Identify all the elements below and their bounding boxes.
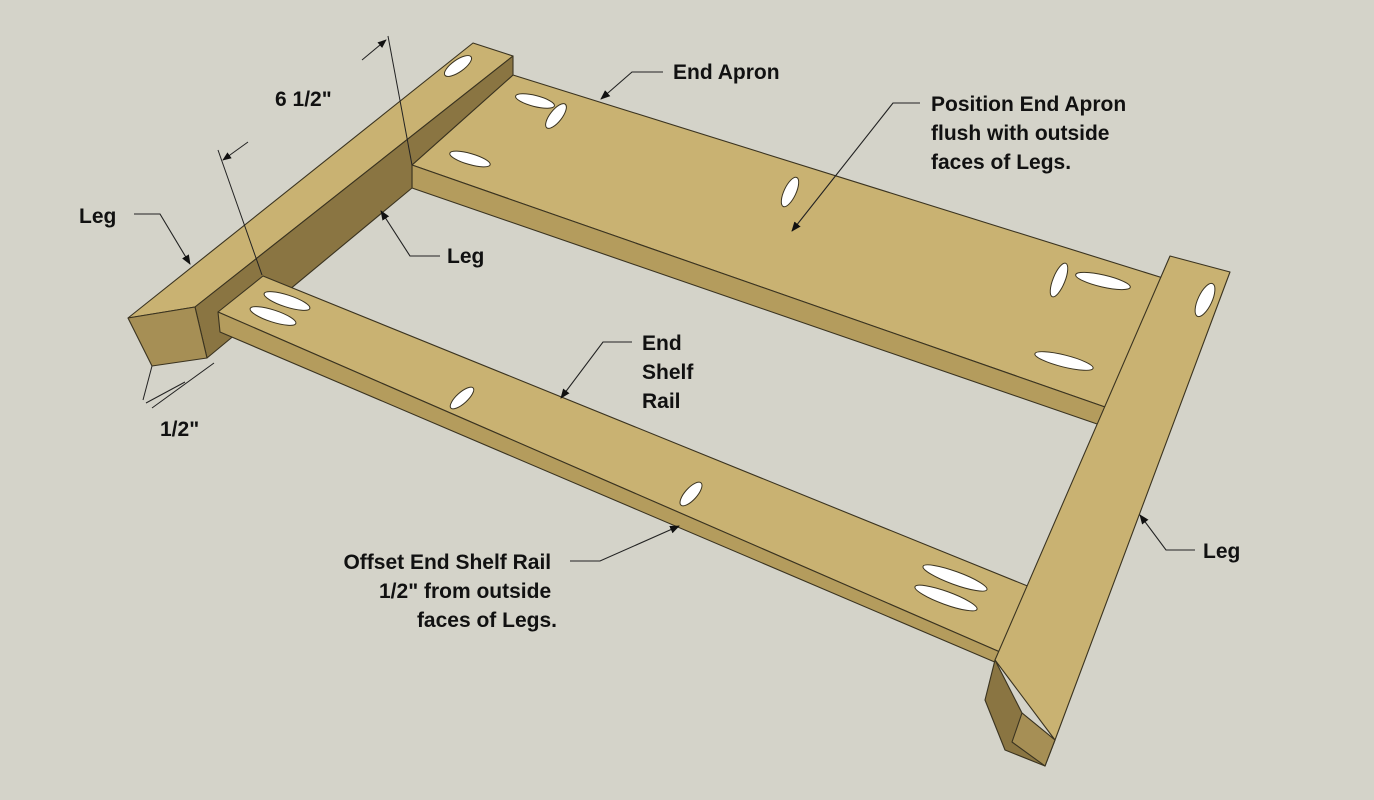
pocket-hole [1194, 282, 1216, 318]
leg-right [984, 255, 1231, 767]
position-note-line-3: faces of Legs. [931, 151, 1071, 174]
pocket-hole [449, 386, 475, 410]
dimension-extension-line [142, 365, 153, 401]
label-end-shelf-rail: End Shelf Rail [560, 332, 699, 413]
end-shelf-rail-text: End Shelf Rail [642, 332, 699, 413]
label-position-note: Position End Apron flush with outside fa… [791, 93, 1132, 232]
position-note-line-1: Position End Apron [931, 93, 1126, 116]
dimension-line [145, 381, 186, 404]
label-leg-left-outer: Leg [79, 205, 191, 265]
dimension-extension-line [387, 35, 413, 166]
label-end-apron: End Apron [600, 61, 780, 100]
pocket-hole [780, 176, 800, 208]
leg-left-inner-label: Leg [447, 245, 484, 268]
end-shelf-rail-line-1: End [642, 332, 682, 355]
dimension-line [222, 141, 249, 161]
pocket-hole [249, 306, 297, 326]
leg-left-end-face [127, 306, 208, 367]
pocket-hole [922, 564, 988, 592]
pocket-hole [1034, 351, 1094, 371]
leader-line [1139, 514, 1195, 551]
leader-line [791, 102, 920, 232]
label-leg-left-inner: Leg [380, 210, 484, 268]
pocket-hole [914, 584, 978, 612]
width-dimension: 6 1/2" [217, 35, 413, 276]
pocket-hole [1075, 271, 1131, 291]
end-shelf-rail [217, 275, 1031, 664]
pocket-hole [1049, 262, 1069, 298]
leader-line [600, 71, 663, 100]
leader-line [134, 213, 191, 265]
end-shelf-rail-line-3: Rail [642, 390, 681, 413]
offset-note-text: Offset End Shelf Rail 1/2" from outside … [343, 551, 557, 632]
offset-dimension: 1/2" [142, 362, 215, 441]
pocket-hole [449, 150, 491, 168]
offset-dimension-label: 1/2" [160, 418, 199, 441]
label-leg-right: Leg [1139, 514, 1240, 563]
position-note-line-2: flush with outside [931, 122, 1110, 145]
leg-left-outer-label: Leg [79, 205, 116, 228]
width-dimension-label: 6 1/2" [275, 88, 332, 111]
offset-note-line-1: Offset End Shelf Rail [343, 551, 551, 574]
end-apron [411, 74, 1164, 426]
leg-right-end-face-light [1011, 712, 1056, 767]
dimension-extension-line [151, 362, 215, 409]
label-offset-note: Offset End Shelf Rail 1/2" from outside … [343, 525, 680, 632]
end-shelf-rail-line-2: Shelf [642, 361, 694, 384]
leader-line [380, 210, 440, 257]
position-note-text: Position End Apron flush with outside fa… [931, 93, 1132, 174]
leg-right-label: Leg [1203, 540, 1240, 563]
end-shelf-rail-front-face [217, 311, 1001, 664]
pocket-hole [545, 103, 567, 129]
offset-note-line-2: 1/2" from outside [379, 580, 551, 603]
offset-note-line-3: faces of Legs. [417, 609, 557, 632]
pocket-hole [515, 93, 555, 109]
leader-line [560, 341, 632, 399]
dimension-extension-line [217, 149, 263, 276]
dimension-line [361, 39, 387, 61]
end-apron-label: End Apron [673, 61, 780, 84]
pocket-hole [263, 291, 311, 311]
pocket-hole [679, 481, 703, 507]
leader-line [570, 525, 680, 562]
pocket-hole [443, 55, 473, 77]
